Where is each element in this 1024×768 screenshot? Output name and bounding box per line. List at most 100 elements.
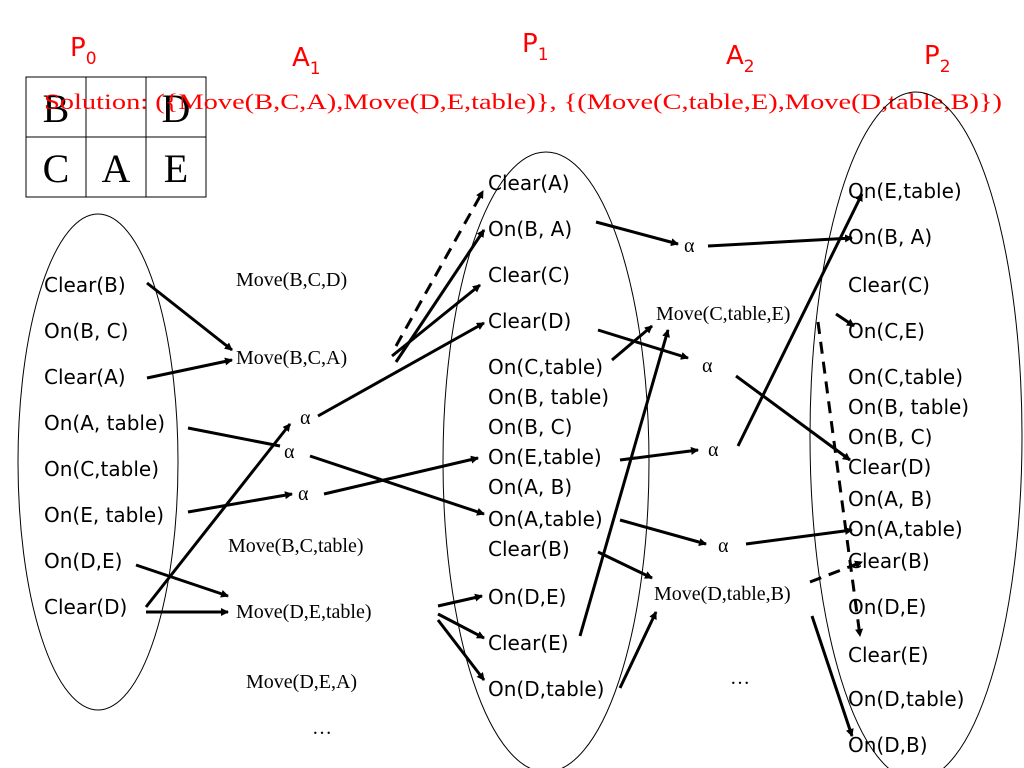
layer-header-a2: A2 (726, 41, 755, 77)
a2-alpha: α (702, 355, 713, 377)
edge-alpha-onetable-p2 (736, 193, 864, 447)
p2-prop: On(A, B) (848, 487, 932, 511)
edge-alpha-onatable (309, 454, 485, 516)
p1-prop: On(A,table) (488, 507, 603, 531)
p0-prop: On(D,E) (44, 549, 122, 573)
a2-alpha: α (708, 439, 719, 461)
p2-prop: On(D,E) (848, 595, 926, 619)
p0-prop: On(B, C) (44, 319, 128, 343)
layer-headers: P0 A1 P1 A2 P2 (70, 29, 951, 79)
a1-action: Move(D,E,A) (246, 671, 357, 693)
p1-prop: On(C,table) (488, 355, 603, 379)
p1-prop: Clear(C) (488, 263, 570, 287)
a1-action: Move(B,C,D) (236, 269, 347, 291)
edge-ondtable-moveDtableB (618, 611, 658, 689)
a2-ellipsis: … (730, 667, 750, 689)
p0-prop: On(C,table) (44, 457, 159, 481)
p2-layer: On(E,table) On(B, A) Clear(C) On(C,E) On… (848, 179, 969, 757)
edge-onatable-alpha (187, 426, 281, 448)
edge-cleard-alpha2 (597, 328, 689, 360)
p1-ellipse (442, 151, 650, 768)
layer-header-p2: P2 (924, 41, 951, 77)
a1-action: Move(B,C,table) (228, 535, 364, 557)
edge-moveDtableB-clearb-mutex (809, 560, 863, 584)
block-a: A (102, 146, 131, 191)
p1-prop: Clear(D) (488, 309, 571, 333)
p2-prop: On(C,E) (848, 319, 925, 343)
p1-prop: On(D,E) (488, 585, 566, 609)
layer-header-p0: P0 (70, 33, 97, 69)
edge-onatable-alpha2 (619, 518, 707, 546)
p2-prop: Clear(D) (848, 455, 931, 479)
p2-prop: Clear(B) (848, 549, 930, 573)
a2-alpha: α (684, 235, 695, 257)
edge-moveBCA-cleara (394, 190, 485, 347)
edge-moveDEtable-cleare (437, 612, 485, 640)
p2-prop: On(D,B) (848, 733, 928, 757)
p1-prop: On(A, B) (488, 475, 572, 499)
edge-clearb-moveBCA (146, 281, 233, 352)
p1-layer: Clear(A) On(B, A) Clear(C) Clear(D) On(C… (488, 171, 609, 701)
p2-prop: On(B, C) (848, 425, 932, 449)
p1-prop: Clear(A) (488, 171, 570, 195)
p1-prop: On(D,table) (488, 677, 604, 701)
p2-prop: Clear(E) (848, 643, 929, 667)
edge-onde-moveDEtable (135, 563, 229, 598)
p1-prop: On(B, C) (488, 415, 572, 439)
p0-ellipse (17, 213, 179, 711)
edge-moveCtableE-once (835, 312, 855, 328)
a1-alpha: α (298, 483, 309, 505)
p0-prop: Clear(A) (44, 365, 126, 389)
a1-alpha: α (300, 407, 311, 429)
edge-moveBCA-clearc (391, 283, 481, 358)
edge-alpha-onba-p2 (707, 234, 853, 248)
a1-alpha: α (284, 441, 295, 463)
p2-prop: On(B, table) (848, 395, 969, 419)
p1-prop: On(B, A) (488, 217, 572, 241)
layer-header-a1: A1 (292, 43, 321, 79)
block-d: D (162, 86, 191, 131)
a1-action: Move(D,E,table) (236, 601, 372, 623)
edge-alpha-cleard (317, 321, 485, 418)
edge-alpha-onatable-p2 (745, 526, 853, 546)
layer-header-p1: P1 (522, 29, 549, 65)
p2-prop: On(C,table) (848, 365, 963, 389)
edge-onetable-alpha (187, 491, 293, 514)
p2-ellipse (809, 91, 1023, 768)
p2-prop: On(A,table) (848, 517, 963, 541)
edge-moveDtableB-ondb (810, 615, 854, 737)
edge-alpha-cleard-p2 (735, 374, 851, 462)
p0-prop: Clear(B) (44, 273, 126, 297)
block-c: C (43, 146, 70, 191)
p0-prop: Clear(D) (44, 595, 127, 619)
p0-prop: On(A, table) (44, 411, 165, 435)
edge-clearb-moveDtableB (597, 550, 653, 580)
edge-moveDEtable-onde (437, 593, 483, 608)
a2-action: Move(C,table,E) (656, 303, 790, 325)
a1-ellipsis: … (312, 717, 332, 739)
edge-moveBCA-onba (394, 229, 486, 363)
p2-prop: On(B, A) (848, 225, 932, 249)
edge-cleara-moveBCA (146, 357, 233, 380)
p1-prop: Clear(E) (488, 631, 569, 655)
block-e: E (164, 146, 188, 191)
a2-layer: Move(C,table,E) Move(D,table,B) … α α α … (654, 235, 791, 689)
edge-alpha-onetable (323, 455, 479, 496)
edges (135, 190, 864, 737)
edge-onba-alpha (595, 220, 679, 247)
a1-layer: Move(B,C,D) Move(B,C,A) Move(B,C,table) … (228, 269, 372, 739)
a2-action: Move(D,table,B) (654, 583, 791, 605)
p2-prop: On(E,table) (848, 179, 962, 203)
edge-cleard-alpha (144, 423, 292, 608)
edge-cleare-moveCtableE (578, 329, 670, 637)
edge-onctable-moveCtableE (611, 324, 653, 362)
solution-text: Solution: ({Move(B,C,A),Move(D,E,table)}… (44, 89, 1002, 114)
p0-layer: Clear(B) On(B, C) Clear(A) On(A, table) … (44, 273, 165, 619)
edge-moveCtableE-cleare-mutex (816, 321, 864, 637)
a1-action: Move(B,C,A) (236, 347, 347, 369)
edge-onetable-alpha2 (619, 446, 699, 462)
edge-moveDEtable-ondtable (436, 619, 486, 681)
p2-prop: Clear(C) (848, 273, 930, 297)
p1-prop: Clear(B) (488, 537, 570, 561)
